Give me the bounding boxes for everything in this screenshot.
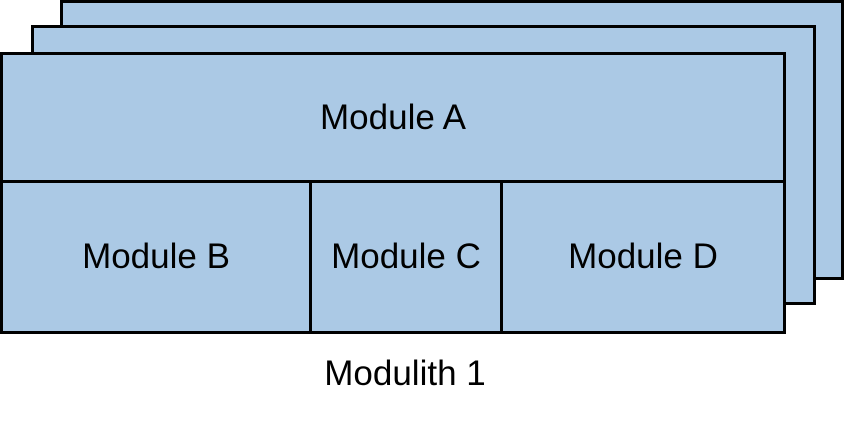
module-a-box: Module A: [3, 55, 783, 180]
module-c-box: Module C: [312, 180, 503, 331]
module-b-label: Module B: [82, 237, 230, 276]
modulith-front-layer: Module A Module B Module C Module D: [0, 52, 786, 334]
diagram-caption: Modulith 1: [324, 354, 486, 393]
module-d-box: Module D: [503, 180, 783, 331]
module-c-label: Module C: [331, 237, 481, 276]
module-b-box: Module B: [3, 180, 312, 331]
module-a-label: Module A: [320, 97, 466, 137]
module-d-label: Module D: [568, 237, 718, 276]
